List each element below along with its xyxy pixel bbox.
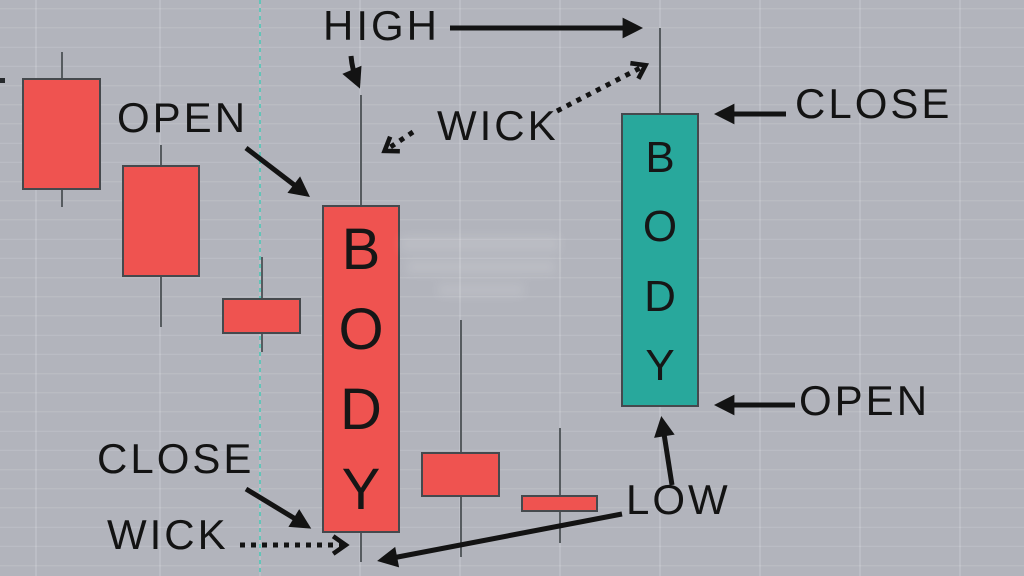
body-letter: B (341, 217, 381, 282)
label-high: HIGH (323, 2, 440, 49)
watermark-blur (398, 232, 570, 320)
candle-2-body (122, 165, 200, 277)
label-open-left: OPEN (117, 94, 249, 141)
candle-5-body (421, 452, 500, 497)
left-edge-tick (0, 78, 5, 83)
crosshair-dashed-line (259, 0, 261, 572)
candle-6-wick (558, 428, 561, 543)
candle-5-wick (459, 320, 462, 557)
body-letter: Y (341, 457, 381, 522)
candle-6-body (521, 495, 598, 512)
label-low: LOW (626, 476, 731, 523)
body-letter: D (340, 377, 382, 442)
body-letter: B (645, 133, 675, 182)
body-letter: Y (645, 340, 675, 390)
label-wick-top: WICK (437, 102, 559, 149)
body-letter: D (644, 271, 676, 321)
label-open-right: OPEN (799, 377, 931, 424)
label-wick-bottom: WICK (107, 511, 229, 558)
label-close-left: CLOSE (97, 435, 255, 482)
candle-3-body (222, 298, 301, 334)
body-letter: O (338, 297, 384, 362)
body-letter: O (642, 202, 678, 252)
candle-1-body (22, 78, 101, 190)
label-close-right: CLOSE (795, 80, 953, 127)
